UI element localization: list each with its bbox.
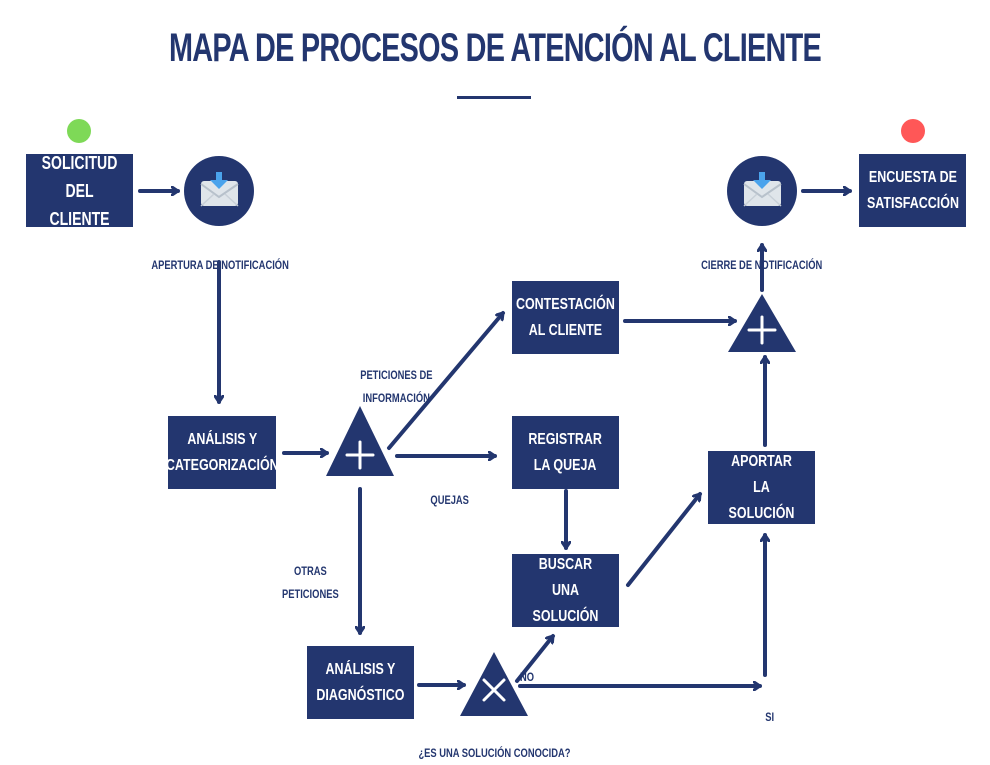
event-label-apertura: APERTURA DE NOTIFICACIÓN (151, 258, 289, 272)
end-event-dot (901, 119, 925, 143)
event-label-cierre: CIERRE DE NOTIFICACIÓN (701, 258, 823, 272)
node-encuesta-de-satisfaccion[interactable]: ENCUESTA DE SATISFACCIÓN (859, 154, 966, 227)
arrow-decision-buscar (515, 634, 555, 683)
flow-label-otras-peticiones: OTRAS PETICIONES (281, 564, 339, 601)
flow-label-no: NO (519, 670, 535, 684)
decision-question-label: ¿ES UNA SOLUCIÓN CONOCIDA? (417, 746, 570, 760)
gateway-split (326, 406, 394, 476)
apertura-envelope-icon (184, 156, 254, 226)
flow-label-peticiones-informacion: PETICIONES DE INFORMACIÓN (359, 368, 433, 405)
flow-label-quejas: QUEJAS (430, 493, 470, 507)
page-title: MAPA DE PROCESOS DE ATENCIÓN AL CLIENTE (169, 26, 822, 70)
node-aportar-la-solucion[interactable]: APORTAR LA SOLUCIÓN (708, 451, 815, 524)
arrow-buscar-aportar (626, 492, 702, 587)
node-solicitud-del-cliente[interactable]: SOLICITUD DEL CLIENTE (26, 153, 133, 229)
arrow-split-contestacion (387, 311, 505, 450)
flow-connectors (138, 156, 852, 716)
gateway-decision (460, 652, 528, 716)
start-event-dot (67, 119, 91, 143)
node-contestacion-al-cliente[interactable]: CONTESTACIÓN AL CLIENTE (512, 281, 619, 354)
flow-label-si: SI (765, 710, 775, 724)
node-analisis-y-diagnostico[interactable]: ANÁLISIS Y DIAGNÓSTICO (307, 646, 414, 719)
title-underline (457, 96, 531, 99)
cierre-envelope-icon (727, 156, 797, 226)
gateway-merge (728, 294, 796, 352)
node-buscar-una-solucion[interactable]: BUSCAR UNA SOLUCIÓN (512, 554, 619, 627)
node-analisis-y-categorizacion[interactable]: ANÁLISIS Y CATEGORIZACIÓN (166, 416, 278, 489)
node-registrar-la-queja[interactable]: REGISTRAR LA QUEJA (512, 416, 619, 489)
